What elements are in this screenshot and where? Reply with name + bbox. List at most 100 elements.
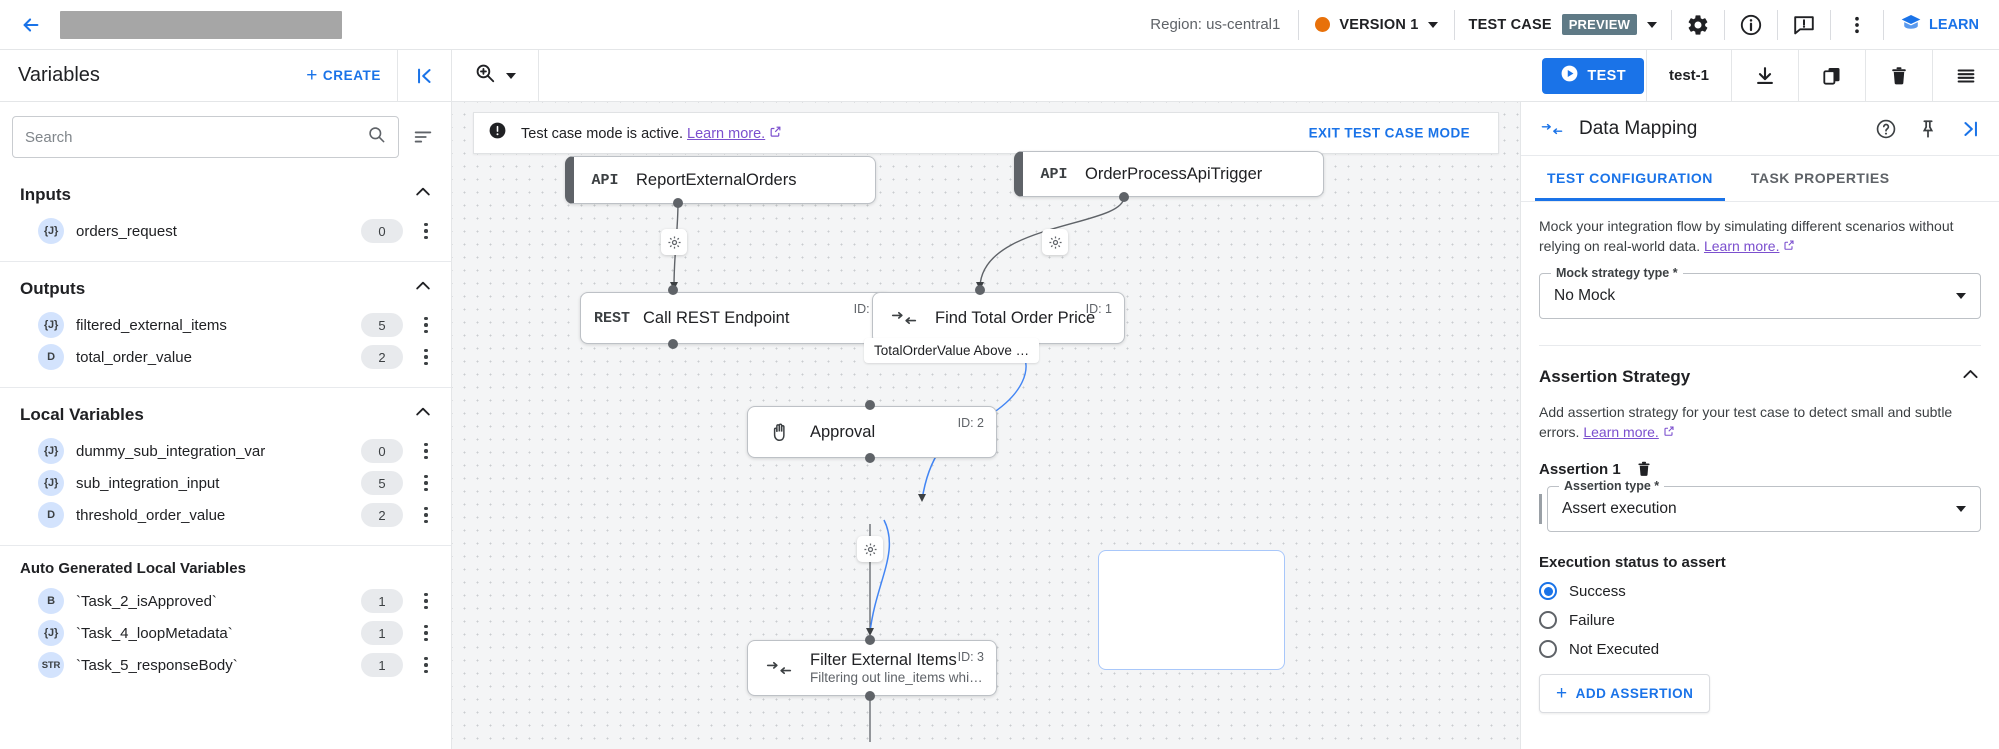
mapping-icon bbox=[873, 309, 935, 327]
create-variable-button[interactable]: + CREATE bbox=[306, 66, 397, 85]
list-item[interactable]: {J} sub_integration_input 5 bbox=[0, 467, 451, 499]
node-port[interactable] bbox=[668, 339, 678, 349]
gear-edge-icon[interactable] bbox=[661, 229, 687, 255]
group-header[interactable]: Local Variables bbox=[0, 388, 451, 435]
add-assertion-button[interactable]: + ADD ASSERTION bbox=[1539, 674, 1711, 714]
row-more-icon[interactable] bbox=[415, 624, 437, 642]
list-menu-icon[interactable] bbox=[1932, 50, 1999, 101]
variable-count: 0 bbox=[361, 439, 403, 463]
gear-edge-icon[interactable] bbox=[857, 536, 883, 562]
version-selector[interactable]: VERSION 1 bbox=[1299, 17, 1453, 33]
feedback-icon[interactable] bbox=[1778, 0, 1830, 50]
variables-sidebar: Inputs {J} orders_request 0 Outputs bbox=[0, 102, 452, 749]
variable-type-badge: {J} bbox=[38, 312, 64, 338]
row-more-icon[interactable] bbox=[415, 656, 437, 674]
exit-test-case-mode-button[interactable]: EXIT TEST CASE MODE bbox=[1296, 116, 1482, 150]
more-vert-icon[interactable] bbox=[1831, 0, 1883, 50]
group-header[interactable]: Outputs bbox=[0, 262, 451, 309]
edge-condition-label[interactable]: TotalOrderValue Above … bbox=[864, 338, 1040, 363]
tab-test-configuration[interactable]: TEST CONFIGURATION bbox=[1535, 156, 1725, 201]
banner-learn-more-link[interactable]: Learn more. bbox=[687, 125, 766, 142]
node-port[interactable] bbox=[865, 691, 875, 701]
pin-icon[interactable] bbox=[1913, 114, 1943, 144]
row-more-icon[interactable] bbox=[415, 474, 437, 492]
test-case-selector[interactable]: TEST CASE PREVIEW bbox=[1455, 14, 1672, 35]
info-icon[interactable] bbox=[1725, 0, 1777, 50]
mock-strategy-label: Mock strategy type * bbox=[1551, 265, 1683, 280]
row-more-icon[interactable] bbox=[415, 316, 437, 334]
row-more-icon[interactable] bbox=[415, 442, 437, 460]
tab-task-properties[interactable]: TASK PROPERTIES bbox=[1750, 170, 1890, 186]
search-input[interactable] bbox=[12, 116, 399, 158]
main-body: Inputs {J} orders_request 0 Outputs bbox=[0, 102, 1999, 749]
copy-icon[interactable] bbox=[1798, 50, 1865, 101]
sort-icon[interactable] bbox=[409, 123, 437, 151]
assertion-type-label: Assertion type * bbox=[1559, 479, 1665, 494]
download-icon[interactable] bbox=[1731, 50, 1798, 101]
external-link-icon bbox=[769, 126, 782, 142]
assertion-strategy-header[interactable]: Assertion Strategy bbox=[1539, 344, 1981, 390]
trash-icon[interactable] bbox=[1865, 50, 1932, 101]
node-port[interactable] bbox=[673, 198, 683, 208]
group-title: Outputs bbox=[20, 278, 86, 298]
assertion-learn-more-link[interactable]: Learn more. bbox=[1583, 423, 1659, 440]
list-item[interactable]: {J} `Task_4_loopMetadata` 1 bbox=[0, 617, 451, 649]
mock-strategy-select[interactable]: Mock strategy type * No Mock bbox=[1539, 265, 1981, 319]
list-item[interactable]: {J} orders_request 0 bbox=[0, 215, 451, 247]
list-item[interactable]: {J} dummy_sub_integration_var 0 bbox=[0, 435, 451, 467]
gear-icon[interactable] bbox=[1672, 0, 1724, 50]
node-approval[interactable]: Approval ID: 2 bbox=[747, 406, 997, 458]
row-more-icon[interactable] bbox=[415, 506, 437, 524]
group-header[interactable]: Auto Generated Local Variables bbox=[0, 546, 451, 585]
mock-learn-more-link[interactable]: Learn more. bbox=[1703, 238, 1780, 255]
trash-icon[interactable] bbox=[1635, 460, 1653, 478]
node-port[interactable] bbox=[865, 400, 875, 410]
banner-text: Test case mode is active. Learn more. bbox=[521, 125, 782, 142]
test-button[interactable]: TEST bbox=[1542, 57, 1644, 94]
data-mapping-icon bbox=[1537, 114, 1567, 144]
assertion-help-message: Add assertion strategy for your test cas… bbox=[1539, 403, 1953, 440]
learn-button[interactable]: LEARN bbox=[1884, 12, 1999, 38]
list-item[interactable]: D total_order_value 2 bbox=[0, 341, 451, 373]
node-port[interactable] bbox=[865, 635, 875, 645]
data-mapping-panel: Data Mapping TEST CONFIGURATION TASK PRO… bbox=[1520, 102, 1999, 749]
list-item[interactable]: B `Task_2_isApproved` 1 bbox=[0, 585, 451, 617]
node-port[interactable] bbox=[865, 453, 875, 463]
flow-canvas[interactable]: Test case mode is active. Learn more. EX… bbox=[452, 102, 1520, 749]
variable-type-badge: {J} bbox=[38, 218, 64, 244]
node-find-total-order-price[interactable]: Find Total Order Price ID: 1 bbox=[872, 292, 1125, 344]
radio-success[interactable]: Success bbox=[1539, 582, 1981, 601]
search-row bbox=[0, 102, 451, 168]
gear-edge-icon[interactable] bbox=[1042, 229, 1068, 255]
back-arrow-icon[interactable] bbox=[14, 8, 48, 42]
node-port[interactable] bbox=[975, 285, 985, 295]
list-item[interactable]: STR `Task_5_responseBody` 1 bbox=[0, 649, 451, 681]
expand-panel-icon[interactable] bbox=[1955, 114, 1985, 144]
search-field[interactable] bbox=[25, 128, 359, 146]
node-placeholder[interactable] bbox=[1098, 550, 1285, 670]
page-title: Variables bbox=[18, 64, 100, 86]
list-item[interactable]: D threshold_order_value 2 bbox=[0, 499, 451, 531]
radio-failure[interactable]: Failure bbox=[1539, 611, 1981, 630]
node-call-rest-endpoint[interactable]: REST Call REST Endpoint ID: 5 bbox=[580, 292, 893, 344]
zoom-control[interactable] bbox=[452, 50, 539, 101]
node-port[interactable] bbox=[1119, 192, 1129, 202]
radio-not-executed[interactable]: Not Executed bbox=[1539, 640, 1981, 659]
group-header[interactable]: Inputs bbox=[0, 168, 451, 215]
variable-type-badge: B bbox=[38, 588, 64, 614]
node-report-external-orders[interactable]: API ReportExternalOrders bbox=[565, 156, 876, 204]
assertion-type-select[interactable]: Assertion type * Assert execution bbox=[1547, 479, 1981, 533]
test-case-name[interactable]: test-1 bbox=[1645, 50, 1731, 101]
node-body: ReportExternalOrders bbox=[636, 171, 875, 190]
row-more-icon[interactable] bbox=[415, 222, 437, 240]
node-filter-external-items[interactable]: Filter External Items Filtering out line… bbox=[747, 640, 997, 696]
variable-count: 2 bbox=[361, 503, 403, 527]
collapse-panel-icon[interactable] bbox=[397, 50, 451, 101]
row-more-icon[interactable] bbox=[415, 348, 437, 366]
group-title: Local Variables bbox=[20, 404, 144, 424]
node-port[interactable] bbox=[668, 285, 678, 295]
row-more-icon[interactable] bbox=[415, 592, 437, 610]
node-order-process-api-trigger[interactable]: API OrderProcessApiTrigger bbox=[1014, 151, 1324, 197]
help-icon[interactable] bbox=[1871, 114, 1901, 144]
list-item[interactable]: {J} filtered_external_items 5 bbox=[0, 309, 451, 341]
